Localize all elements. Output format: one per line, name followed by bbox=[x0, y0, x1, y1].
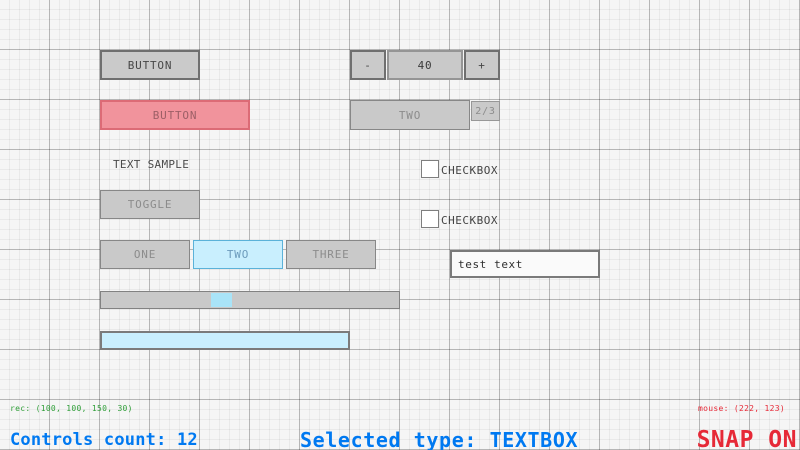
button-selected[interactable]: BUTTON bbox=[100, 100, 250, 130]
text-sample-label: TEXT SAMPLE bbox=[113, 158, 190, 171]
checkbox-2-label: CHECKBOX bbox=[441, 214, 498, 227]
status-snap-mode: SNAP ON bbox=[696, 427, 797, 450]
checkbox-1-label: CHECKBOX bbox=[441, 164, 498, 177]
progressbar bbox=[100, 331, 350, 350]
status-selected-rect: rec: (100, 100, 150, 30) bbox=[10, 404, 133, 413]
toggle-group-item-three[interactable]: THREE bbox=[286, 240, 376, 269]
toggle-group-item-two[interactable]: TWO bbox=[193, 240, 283, 269]
toggle-button[interactable]: TOGGLE bbox=[100, 190, 200, 219]
spinner: - 40 + bbox=[350, 50, 500, 80]
toggle-group-item-one[interactable]: ONE bbox=[100, 240, 190, 269]
combobox-counter: 2/3 bbox=[471, 101, 500, 121]
status-selected-type: Selected type: TEXTBOX bbox=[300, 428, 579, 450]
status-mouse-position: mouse: (222, 123) bbox=[698, 404, 785, 413]
spinner-plus-button[interactable]: + bbox=[464, 50, 500, 80]
spinner-value[interactable]: 40 bbox=[387, 50, 463, 80]
textbox-input[interactable]: test text bbox=[450, 250, 600, 278]
button-normal[interactable]: BUTTON bbox=[100, 50, 200, 80]
status-controls-count: Controls count: 12 bbox=[10, 430, 198, 450]
spinner-minus-button[interactable]: - bbox=[350, 50, 386, 80]
slider[interactable] bbox=[100, 291, 400, 309]
checkbox-2[interactable] bbox=[421, 210, 439, 228]
checkbox-1[interactable] bbox=[421, 160, 439, 178]
combobox[interactable]: TWO bbox=[350, 100, 470, 130]
slider-handle[interactable] bbox=[211, 293, 232, 307]
